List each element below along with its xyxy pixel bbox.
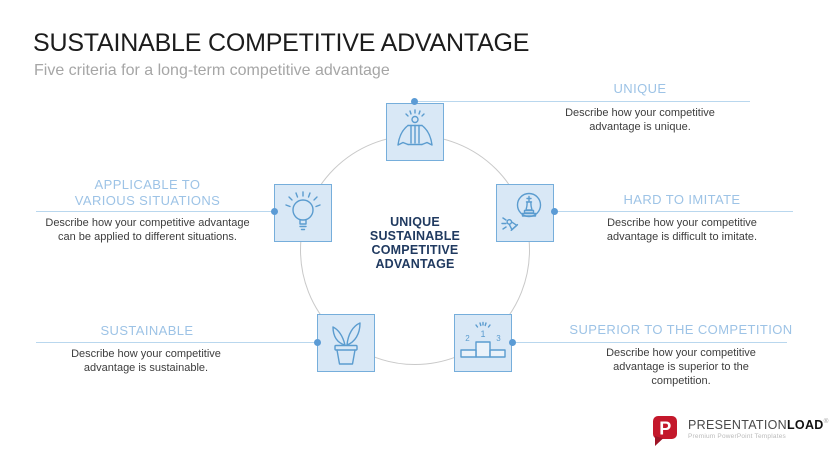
- logo-p-speech-bubble-icon: P: [653, 416, 677, 446]
- chess-king-stamp-icon: [501, 192, 542, 231]
- winners-podium-icon: 1 2 3: [460, 321, 506, 358]
- potted-plant-icon: [332, 322, 361, 365]
- icon-box-applicable: [274, 184, 332, 242]
- connector-dot-superior: [509, 339, 516, 346]
- connector-dot-unique: [411, 98, 418, 105]
- criterion-label-hard-to-imitate: HARD TO IMITATE: [623, 192, 741, 207]
- criterion-label-unique: UNIQUE: [613, 81, 667, 96]
- connector-line-unique: [415, 101, 750, 102]
- connector-line-hard-to-imitate: [553, 211, 793, 212]
- logo-brand-name: PRESENTATIONLOAD®: [688, 418, 829, 432]
- connector-dot-hard-to-imitate: [551, 208, 558, 215]
- superhero-cape-icon: [397, 109, 433, 146]
- criterion-label-superior: SUPERIOR TO THE COMPETITION: [569, 322, 793, 337]
- criterion-description-superior: Describe how your competitive advantage …: [606, 347, 756, 387]
- lightbulb-icon: [285, 191, 321, 231]
- presentationload-logo: P PRESENTATIONLOAD® Premium PowerPoint T…: [652, 416, 829, 448]
- connector-line-superior: [512, 342, 787, 343]
- criterion-description-applicable: Describe how your competitive advantage …: [45, 217, 250, 243]
- center-label: UNIQUE SUSTAINABLE COMPETITIVE ADVANTAGE: [369, 215, 461, 271]
- criterion-label-applicable: APPLICABLE TO VARIOUS SITUATIONS: [74, 177, 221, 208]
- slide-title: SUSTAINABLE COMPETITIVE ADVANTAGE: [33, 29, 530, 57]
- connector-dot-applicable: [271, 208, 278, 215]
- logo-text: PRESENTATIONLOAD® Premium PowerPoint Tem…: [688, 416, 829, 448]
- svg-text:P: P: [659, 419, 671, 439]
- registered-trademark-symbol: ®: [823, 418, 829, 425]
- podium-number-2: 2: [465, 334, 470, 343]
- connector-line-applicable: [36, 211, 276, 212]
- criterion-description-hard-to-imitate: Describe how your competitive advantage …: [606, 217, 758, 243]
- icon-box-unique: [386, 103, 444, 161]
- logo-tagline: Premium PowerPoint Templates: [688, 433, 786, 440]
- logo-brand-part1: PRESENTATION: [688, 418, 787, 432]
- icon-box-superior: 1 2 3: [454, 314, 512, 372]
- podium-number-3: 3: [496, 334, 501, 343]
- logo-brand-part2: LOAD: [786, 418, 824, 432]
- connector-line-sustainable: [36, 342, 318, 343]
- criterion-label-sustainable: SUSTAINABLE: [100, 323, 194, 338]
- slide-subtitle: Five criteria for a long-term competitiv…: [34, 62, 390, 79]
- connector-dot-sustainable: [314, 339, 321, 346]
- icon-box-sustainable: [317, 314, 375, 372]
- criterion-description-sustainable: Describe how your competitive advantage …: [71, 348, 221, 374]
- criterion-description-unique: Describe how your competitive advantage …: [565, 107, 715, 133]
- icon-box-hard-to-imitate: [496, 184, 554, 242]
- podium-number-1: 1: [480, 329, 485, 339]
